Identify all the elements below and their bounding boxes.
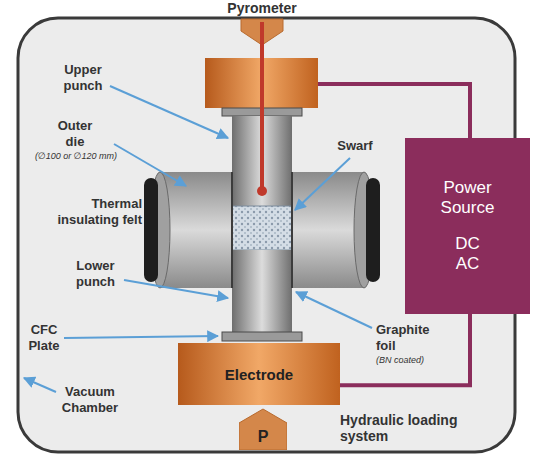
leader-line [296, 292, 372, 328]
power-source-text: Power Source [441, 178, 495, 218]
part-label: CFC Plate [24, 322, 64, 354]
leader-line [110, 86, 228, 138]
swarf-sample [232, 206, 292, 250]
system-label: Hydraulic loading system [340, 412, 480, 444]
part-label: Swarf [330, 138, 380, 154]
leader-line [24, 378, 56, 392]
arrow-shape [239, 409, 287, 450]
graphite-foil [231, 172, 233, 288]
power-source-box: Power Source DC AC [405, 138, 530, 314]
electrode-text: Electrode [225, 366, 293, 383]
upper-wire [318, 84, 470, 138]
pyrometer-beam [260, 22, 264, 190]
leader-line [295, 158, 350, 210]
insulating-felt [366, 178, 380, 282]
electrode-block: Electrode [178, 343, 340, 405]
leader-line [124, 280, 228, 298]
outer-die-left [160, 172, 232, 288]
outer-die-right [292, 172, 364, 288]
leader-line [114, 144, 186, 186]
part-label: Graphite foil [376, 322, 438, 354]
power-source-text: DC AC [455, 234, 480, 274]
dimension-note: (∅100 or ∅120 mm) [30, 151, 122, 162]
part-label: Upper punch [58, 62, 108, 94]
graphite-foil [291, 172, 293, 288]
lower-punch [232, 250, 292, 332]
pressure-arrow: P [239, 408, 287, 450]
insulating-felt [144, 178, 158, 282]
leader-line [64, 336, 218, 338]
cfc-plate [222, 332, 302, 341]
pyrometer-spot [257, 186, 267, 196]
power-wire [340, 314, 470, 385]
part-label: Lower punch [68, 258, 123, 290]
instrument-label: Pyrometer [212, 0, 312, 16]
part-label: Vacuum Chamber [58, 384, 122, 416]
pressure-text: P [258, 428, 269, 446]
material-note: (BN coated) [376, 355, 446, 366]
part-label: Thermal insulating felt [40, 196, 142, 228]
part-label: Outer die [50, 118, 100, 150]
